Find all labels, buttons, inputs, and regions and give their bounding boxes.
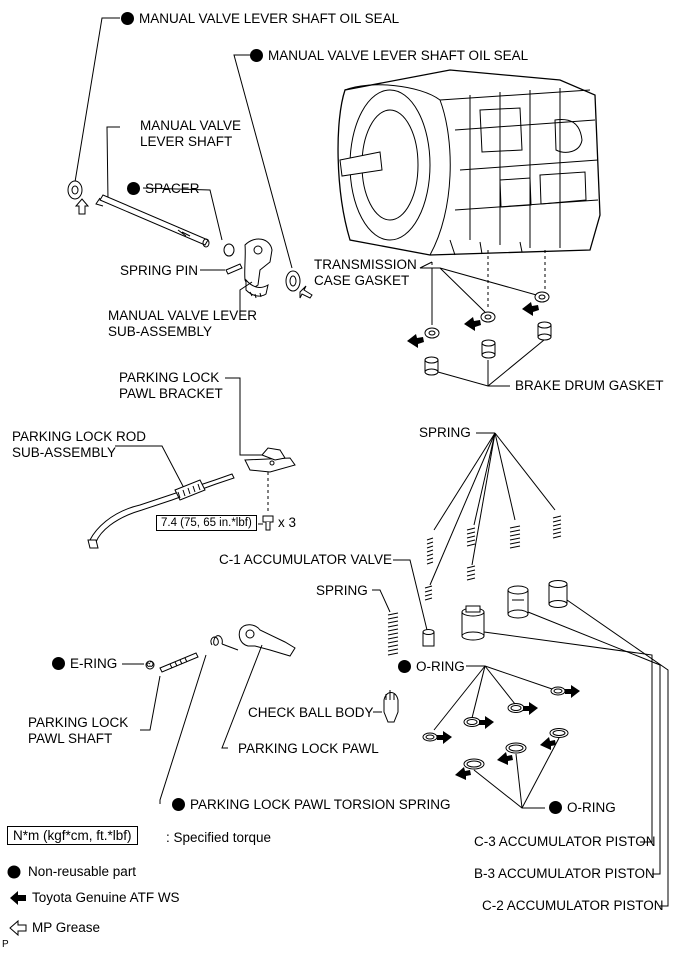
label-c3-piston: C-3 ACCUMULATOR PISTON	[474, 834, 656, 849]
brake-drum-gasket-1	[424, 356, 439, 376]
legend-torque-text: : Specified torque	[166, 830, 272, 845]
o-ring-a	[422, 732, 438, 742]
legend-torque-box: N*m (kgf*cm, ft.*lbf)	[7, 826, 138, 845]
label-brake-drum-gasket: BRAKE DRUM GASKET	[515, 378, 664, 393]
label-spring-top: SPRING	[419, 425, 471, 440]
b3-piston	[507, 585, 529, 619]
non-reusable-icon	[398, 660, 411, 673]
o-ring-c	[507, 703, 525, 713]
legend-grease: MP Grease	[32, 920, 101, 935]
non-reusable-icon	[52, 657, 65, 670]
label-torsion-spring: PARKING LOCK PAWL TORSION SPRING	[172, 797, 451, 813]
parking-lock-pawl	[238, 624, 296, 657]
bracket-bolt	[262, 515, 274, 531]
case-gasket-2	[480, 311, 496, 323]
legend-non-reusable: Non-reusable part	[28, 864, 137, 879]
label-pawl-shaft: PARKING LOCK PAWL SHAFT	[28, 715, 129, 746]
label-spring-left: SPRING	[316, 583, 368, 598]
non-reusable-icon	[250, 49, 263, 62]
label-e-ring: E-RING	[52, 656, 117, 672]
label-pawl-bracket: PARKING LOCK PAWL BRACKET	[119, 370, 223, 401]
brake-drum-gasket-2	[481, 339, 496, 359]
o-ring-d	[550, 686, 566, 696]
manual-valve-lever-shaft	[95, 194, 210, 248]
o-ring-g	[549, 728, 569, 738]
torque-quantity: x 3	[278, 515, 297, 530]
parking-lock-pawl-shaft	[159, 652, 199, 673]
label-case-gasket: TRANSMISSION CASE GASKET	[314, 257, 417, 288]
label-spacer: SPACER	[127, 181, 200, 197]
oil-seal-right	[285, 270, 301, 292]
legend-dot-icon	[7, 865, 21, 879]
label-pawl: PARKING LOCK PAWL	[238, 741, 379, 756]
spring-4	[552, 515, 562, 539]
e-ring	[145, 660, 155, 670]
label-o-ring-2: O-RING	[549, 800, 616, 816]
o-ring-f	[505, 742, 527, 754]
check-ball-body	[383, 690, 399, 723]
label-check-ball: CHECK BALL BODY	[248, 705, 374, 720]
parking-lock-rod	[87, 473, 235, 549]
spring-6	[466, 565, 476, 581]
spring-3	[509, 525, 521, 549]
non-reusable-icon	[127, 182, 140, 195]
non-reusable-icon	[172, 798, 185, 811]
torque-spec-box: 7.4 (75, 65 in.*lbf)	[156, 515, 257, 531]
case-gasket-1	[424, 327, 440, 339]
label-oil-seal-2: MANUAL VALVE LEVER SHAFT OIL SEAL	[250, 48, 528, 64]
spring-left	[387, 612, 399, 656]
label-lever-shaft: MANUAL VALVE LEVER SHAFT	[140, 118, 242, 149]
label-lock-rod: PARKING LOCK ROD SUB-ASSEMBLY	[12, 429, 147, 460]
o-ring-e	[463, 758, 485, 770]
spring-1	[426, 537, 434, 565]
c2-piston	[548, 580, 568, 608]
spring-pin	[225, 263, 243, 275]
legend-atf: Toyota Genuine ATF WS	[32, 890, 180, 905]
label-lever-sub-assembly: MANUAL VALVE LEVER SUB-ASSEMBLY	[108, 308, 258, 339]
label-oil-seal-1: MANUAL VALVE LEVER SHAFT OIL SEAL	[121, 11, 399, 27]
oil-seal-left	[67, 180, 83, 200]
non-reusable-icon	[121, 12, 134, 25]
label-spring-pin: SPRING PIN	[120, 263, 199, 278]
label-c1-valve: C-1 ACCUMULATOR VALVE	[219, 552, 393, 567]
c3-piston	[461, 605, 485, 641]
label-b3-piston: B-3 ACCUMULATOR PISTON	[474, 866, 655, 881]
parking-lock-pawl-bracket	[244, 447, 296, 473]
label-c2-piston: C-2 ACCUMULATOR PISTON	[482, 898, 664, 913]
manual-valve-lever	[244, 238, 273, 299]
corner-mark: P	[2, 939, 9, 950]
parking-lock-pawl-torsion-spring	[210, 635, 239, 651]
brake-drum-gasket-3	[537, 321, 552, 341]
spring-2	[466, 527, 476, 547]
spacer	[223, 243, 235, 257]
label-o-ring-1: O-RING	[398, 659, 465, 675]
case-gasket-3	[534, 291, 550, 303]
non-reusable-icon	[549, 801, 562, 814]
o-ring-b	[463, 717, 481, 727]
c1-accumulator-valve	[422, 629, 435, 647]
spring-5	[424, 585, 433, 601]
transmission-case	[337, 69, 601, 256]
